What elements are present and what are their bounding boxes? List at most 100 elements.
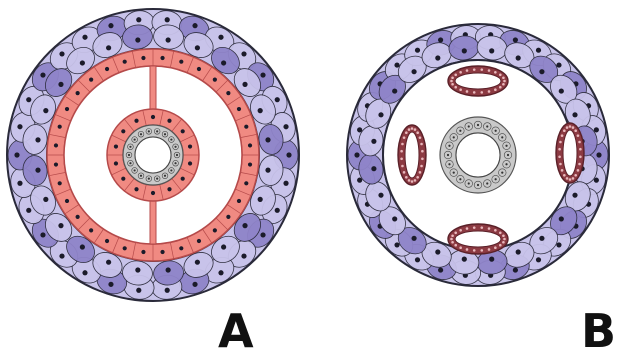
- cell-nucleus: [80, 60, 85, 65]
- satellite-cell: [577, 169, 580, 172]
- satellite-cell: [454, 244, 457, 247]
- central-pink-ring-nucleus: [167, 187, 171, 191]
- satellite-cell: [451, 76, 454, 79]
- satellite-cell: [578, 141, 581, 144]
- satellite-cell: [416, 176, 419, 179]
- satellite-cell: [488, 248, 491, 251]
- cell-nucleus: [275, 97, 280, 102]
- cell-nucleus: [106, 260, 111, 265]
- satellite-cell: [578, 163, 581, 166]
- cell-nucleus: [283, 124, 288, 129]
- central-pink-ring-nucleus: [188, 144, 192, 148]
- cell-nucleus: [438, 267, 443, 272]
- satellite-cell: [572, 126, 575, 129]
- grey-ring-nucleus: [164, 133, 166, 135]
- satellite-cell: [459, 229, 462, 232]
- septum-bottom: [150, 198, 156, 244]
- satellite-cell: [408, 179, 411, 182]
- pink-layer-nucleus: [248, 162, 252, 166]
- grey-ring-nucleus: [448, 145, 450, 147]
- satellite-cell: [561, 134, 564, 137]
- cell-nucleus: [166, 267, 171, 272]
- pink-layer-nucleus: [213, 228, 217, 232]
- cell-nucleus: [536, 257, 541, 262]
- pink-layer-nucleus: [248, 143, 252, 147]
- satellite-ring: [398, 125, 426, 185]
- cell-nucleus: [58, 82, 63, 87]
- satellite-lumen: [455, 231, 501, 247]
- cell-nucleus: [559, 216, 564, 221]
- cell-nucleus: [82, 270, 87, 275]
- central-pink-ring-nucleus: [134, 187, 138, 191]
- satellite-cell: [579, 155, 582, 158]
- cell-nucleus: [59, 51, 64, 56]
- pink-layer-nucleus: [58, 181, 62, 185]
- central-pink-ring-nucleus: [114, 161, 118, 165]
- grey-ring-nucleus: [134, 169, 136, 171]
- panel-a-diagram: [7, 9, 299, 301]
- cell-nucleus: [462, 257, 467, 262]
- grey-ring-nucleus: [129, 162, 131, 164]
- satellite-cell: [574, 129, 577, 132]
- cell-nucleus: [371, 166, 376, 171]
- cell-nucleus: [435, 249, 440, 254]
- cell-nucleus: [539, 69, 544, 74]
- satellite-cell: [450, 238, 453, 241]
- cell-nucleus: [392, 216, 397, 221]
- satellite-lumen: [405, 132, 419, 178]
- cell-nucleus: [108, 23, 113, 28]
- satellite-cell: [419, 171, 422, 174]
- satellite-cell: [454, 73, 457, 76]
- satellite-cell: [401, 143, 404, 146]
- cell-nucleus: [195, 260, 200, 265]
- pink-layer-nucleus: [65, 107, 69, 111]
- satellite-cell: [502, 241, 505, 244]
- satellite-cell: [572, 177, 575, 180]
- cell-nucleus: [135, 37, 140, 42]
- central-pink-ring-nucleus: [134, 119, 138, 123]
- pink-layer-nucleus: [237, 107, 241, 111]
- cell-nucleus: [489, 48, 494, 53]
- cell-nucleus: [572, 193, 577, 198]
- central-pink-ring-nucleus: [181, 177, 185, 181]
- pink-layer-nucleus: [54, 162, 58, 166]
- septum-top: [150, 66, 156, 112]
- cell-nucleus: [559, 88, 564, 93]
- satellite-cell: [466, 227, 469, 230]
- cell-nucleus: [40, 72, 45, 77]
- satellite-cell: [403, 171, 406, 174]
- grey-ring-nucleus: [477, 124, 479, 126]
- cell-nucleus: [58, 223, 63, 228]
- satellite-cell: [401, 165, 404, 168]
- satellite-cell: [459, 246, 462, 249]
- satellite-cell: [416, 131, 419, 134]
- cell-nucleus: [166, 37, 171, 42]
- cell-nucleus: [14, 152, 19, 157]
- satellite-cell: [403, 136, 406, 139]
- cell-nucleus: [260, 72, 265, 77]
- grey-ring-nucleus: [170, 169, 172, 171]
- cell-nucleus: [258, 197, 263, 202]
- satellite-cell: [558, 148, 561, 151]
- cell-nucleus: [242, 223, 247, 228]
- central-pink-ring-nucleus: [181, 129, 185, 133]
- cell-nucleus: [275, 208, 280, 213]
- satellite-cell: [451, 234, 454, 237]
- cell-nucleus: [265, 137, 270, 142]
- pink-layer-nucleus: [54, 143, 58, 147]
- pink-layer-nucleus: [89, 228, 93, 232]
- grey-ring-nucleus: [164, 175, 166, 177]
- grey-ring-nucleus: [128, 154, 130, 156]
- pink-layer-nucleus: [226, 215, 230, 219]
- pink-layer-nucleus: [141, 56, 145, 60]
- cell-nucleus: [572, 112, 577, 117]
- satellite-cell: [558, 155, 561, 158]
- satellite-cell: [480, 68, 483, 71]
- satellite-cell: [499, 86, 502, 89]
- grey-ring-nucleus: [174, 162, 176, 164]
- cell-nucleus: [260, 232, 265, 237]
- satellite-cell: [559, 141, 562, 144]
- cell-nucleus: [392, 88, 397, 93]
- cell-nucleus: [136, 17, 141, 22]
- grey-ring-nucleus: [468, 182, 470, 184]
